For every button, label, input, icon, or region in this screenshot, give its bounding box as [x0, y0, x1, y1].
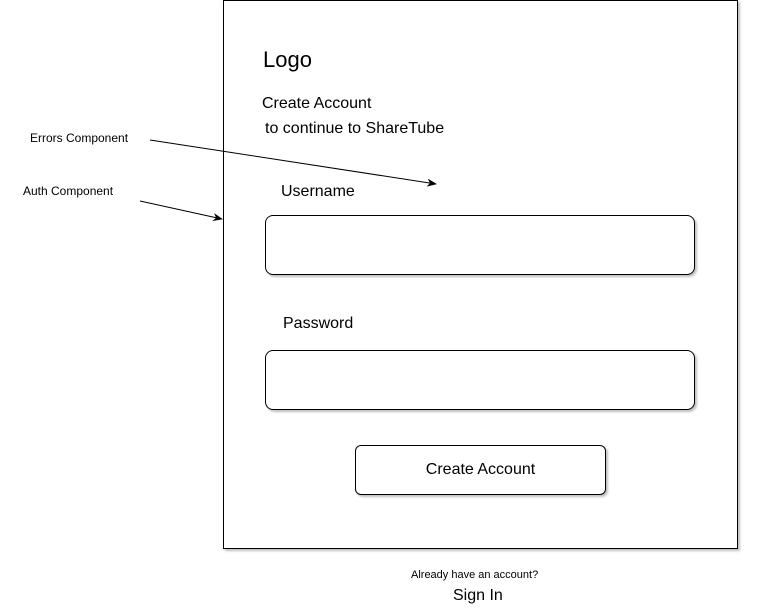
logo-text: Logo [263, 47, 312, 72]
create-account-button-label: Create Account [425, 461, 536, 478]
auth-component-annotation: Auth Component [23, 184, 114, 198]
auth-arrow [139, 200, 223, 221]
username-field[interactable] [265, 215, 695, 275]
password-field[interactable] [265, 350, 695, 410]
page-subheading: to continue to ShareTube [265, 120, 445, 137]
page-heading: Create Account [262, 95, 372, 112]
password-label: Password [283, 315, 354, 332]
create-account-button[interactable]: Create Account [355, 445, 606, 495]
username-label: Username [281, 183, 355, 200]
signin-prompt: Already have an account? [411, 569, 539, 581]
errors-component-annotation: Errors Component [30, 131, 129, 145]
signin-link[interactable]: Sign In [453, 587, 503, 604]
